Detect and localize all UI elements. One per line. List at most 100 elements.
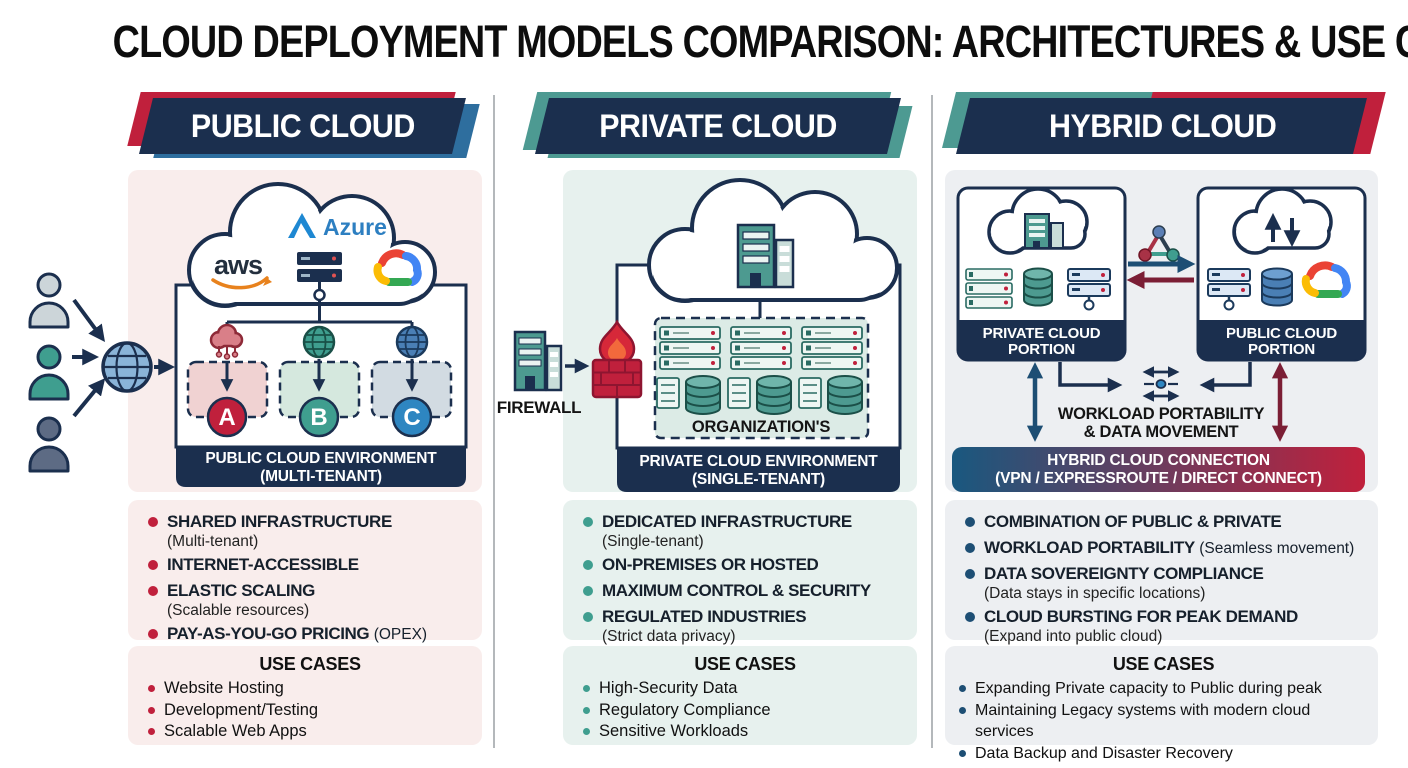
- feature-item: INTERNET-ACCESSIBLE: [148, 555, 470, 576]
- aws-smile-tip: [263, 278, 272, 286]
- bullet-icon: [148, 685, 155, 692]
- feature-label: SHARED INFRASTRUCTURE: [167, 512, 392, 531]
- bullet-icon: [959, 685, 966, 692]
- bullet-icon: [965, 543, 975, 553]
- public-portion-database-icon: [1261, 267, 1293, 307]
- feature-label: DATA SOVEREIGNTY COMPLIANCE: [984, 564, 1264, 583]
- feature-label: COMBINATION OF PUBLIC & PRIVATE: [984, 512, 1282, 531]
- feature-item: MAXIMUM CONTROL & SECURITY: [583, 581, 905, 602]
- usecase-item: Development/Testing: [148, 700, 472, 722]
- feature-label: ELASTIC SCALING: [167, 581, 315, 600]
- bullet-icon: [965, 612, 975, 622]
- usecase-item: Scalable Web Apps: [148, 721, 472, 743]
- usecases-title: USE CASES: [694, 654, 796, 674]
- bullet-icon: [965, 517, 975, 527]
- bullet-icon: [583, 560, 593, 570]
- private-portion-cloud-icon: [987, 187, 1089, 255]
- private-workload-elbow-arrow: [1058, 362, 1123, 393]
- google-cloud-logo-icon: [1301, 261, 1351, 298]
- aws-smile-icon: [211, 276, 269, 290]
- feature-label: ON-PREMISES OR HOSTED: [602, 555, 819, 574]
- feature-item: PAY-AS-YOU-GO PRICING (OPEX): [148, 624, 470, 645]
- feature-inline-note: (OPEX): [373, 626, 428, 643]
- private-cloud-title: PRIVATE CLOUD: [599, 107, 837, 144]
- feature-item: COMBINATION OF PUBLIC & PRIVATE: [965, 512, 1366, 533]
- public-environment-banner-line1: PUBLIC CLOUD ENVIRONMENT: [205, 450, 437, 467]
- organization-building-icon: [736, 223, 795, 289]
- firewall-label: FIREWALL: [497, 398, 581, 417]
- public-features-panel: SHARED INFRASTRUCTURE (Multi-tenant) INTE…: [128, 500, 482, 643]
- onprem-building-icon: [513, 330, 563, 392]
- svg-text:A: A: [218, 404, 235, 431]
- google-cloud-logo-icon: [373, 249, 422, 286]
- aws-logo-text: aws: [214, 250, 262, 280]
- tenant-c-badge: [391, 396, 433, 438]
- tenant-b-globe-icon: [302, 325, 336, 359]
- private-portion-label-line2: PORTION: [1008, 341, 1075, 358]
- user-1-icon: [36, 272, 62, 298]
- workload-label-line2: & DATA MOVEMENT: [1084, 423, 1239, 441]
- hybrid-connection-line1: HYBRID CLOUD CONNECTION: [1047, 452, 1270, 469]
- bullet-icon: [583, 706, 590, 714]
- feature-inline-note: (Seamless movement): [1199, 540, 1355, 557]
- user-3-icon: [36, 416, 62, 442]
- hybrid-architecture: PRIVATE CLOUD PORTION PUBLIC CLOUD PORTI…: [952, 186, 1367, 492]
- public-portion-label-line1: PUBLIC CLOUD: [1226, 325, 1337, 342]
- bullet-icon: [583, 685, 590, 692]
- feature-item: DEDICATED INFRASTRUCTURE(Single-tenant): [583, 512, 905, 550]
- user-icons: [28, 272, 70, 473]
- server-icon: [297, 252, 342, 322]
- tenant-label-badges: A B C: [206, 396, 433, 438]
- usecase-item: High-Security Data: [583, 678, 907, 700]
- bullet-icon: [583, 586, 593, 596]
- private-environment-banner-line2: (SINGLE-TENANT): [692, 471, 825, 488]
- workload-sync-icon: [1142, 366, 1180, 402]
- firewall-icon: [591, 319, 643, 399]
- public-environment-banner-line2: (MULTI-TENANT): [260, 468, 382, 485]
- public-portion-cloud-icon: [1232, 187, 1333, 255]
- private-portion-database-icon: [1023, 267, 1053, 307]
- public-cloud-title: PUBLIC CLOUD: [190, 107, 415, 144]
- hybrid-connection-bar: [952, 447, 1365, 492]
- tenant-b-badge: [298, 396, 340, 438]
- feature-item: REGULATED INDUSTRIES (Strict data privacy…: [583, 607, 905, 645]
- hybrid-usecases-panel: USE CASES Expanding Private capacity to …: [945, 646, 1378, 762]
- column-divider-2: [931, 95, 933, 748]
- bullet-icon: [583, 728, 590, 735]
- feature-label: PAY-AS-YOU-GO PRICING: [167, 624, 370, 643]
- public-portion-server-node-icon: [1207, 268, 1251, 311]
- svg-text:B: B: [310, 404, 327, 431]
- feature-sub: (Expand into public cloud): [984, 628, 1163, 645]
- feature-label: INTERNET-ACCESSIBLE: [167, 555, 359, 574]
- feature-sub: (Strict data privacy): [602, 628, 736, 645]
- feature-item: WORKLOAD PORTABILITY (Seamless movement): [965, 538, 1366, 559]
- public-cloud-shape-icon: [187, 182, 437, 308]
- private-features-panel: DEDICATED INFRASTRUCTURE(Single-tenant) …: [563, 500, 917, 645]
- bullet-icon: [965, 569, 975, 579]
- public-workload-elbow-arrow: [1199, 362, 1252, 393]
- usecase-item: Data Backup and Disaster Recovery: [959, 743, 1368, 765]
- feature-sub: (Multi-tenant): [167, 533, 259, 550]
- usecase-item: Website Hosting: [148, 678, 472, 700]
- usecases-title: USE CASES: [259, 654, 361, 674]
- bullet-icon: [583, 517, 593, 527]
- feature-sub: (Scalable resources): [167, 602, 310, 619]
- hybrid-cloud-header: HYBRID CLOUD: [942, 92, 1386, 158]
- feature-label: DEDICATED INFRASTRUCTURE: [602, 512, 852, 531]
- private-usecases-panel: USE CASES High-Security Data Regulatory …: [563, 646, 917, 745]
- public-environment-banner: [176, 447, 466, 487]
- user-2-icon: [36, 344, 62, 370]
- bullet-icon: [583, 612, 593, 622]
- azure-logo-text: Azure: [323, 214, 387, 240]
- feature-item: CLOUD BURSTING FOR PEAK DEMAND(Expand in…: [965, 607, 1366, 645]
- public-usecases-panel: USE CASES Website Hosting Development/Te…: [128, 646, 482, 745]
- private-portion-label-line1: PRIVATE CLOUD: [983, 325, 1101, 342]
- feature-sub: (Data stays in specific locations): [984, 585, 1206, 602]
- hybrid-connection-line2: (VPN / EXPRESSROUTE / DIRECT CONNECT): [995, 470, 1322, 487]
- feature-item: ON-PREMISES OR HOSTED: [583, 555, 905, 576]
- azure-logo-icon: [288, 213, 316, 238]
- hybrid-cloud-title: HYBRID CLOUD: [1048, 107, 1277, 144]
- server-racks: [659, 326, 863, 370]
- feature-label: REGULATED INDUSTRIES: [602, 607, 807, 626]
